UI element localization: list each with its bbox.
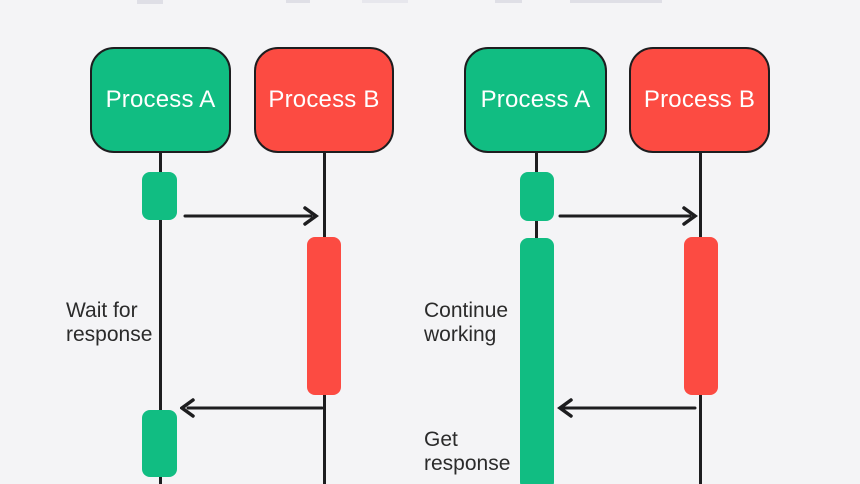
annotation-get-response: Get response bbox=[424, 428, 511, 475]
annotation-wait-for-response: Wait for response bbox=[66, 299, 153, 346]
actor-label: Process B bbox=[643, 86, 756, 113]
annotation-continue-working: Continue working bbox=[424, 299, 509, 346]
cropped-title-fragment bbox=[570, 0, 662, 3]
activation-bar-a-receive bbox=[142, 410, 177, 477]
actor-box-process-b: Process B bbox=[254, 47, 394, 153]
cropped-title-fragment bbox=[362, 0, 408, 3]
arrow-left-icon bbox=[180, 398, 324, 418]
actor-box-process-a: Process A bbox=[90, 47, 231, 153]
message-arrow-response bbox=[180, 397, 325, 419]
message-arrow-request bbox=[558, 205, 700, 227]
message-arrow-request bbox=[183, 205, 323, 227]
actor-label: Process B bbox=[268, 86, 380, 113]
actor-label: Process A bbox=[480, 86, 591, 113]
actor-box-process-a: Process A bbox=[464, 47, 607, 153]
actor-label: Process A bbox=[105, 86, 216, 113]
arrow-right-icon bbox=[183, 206, 319, 226]
activation-bar-a-continue bbox=[520, 238, 554, 484]
cropped-title-fragment bbox=[137, 0, 163, 4]
actor-box-process-b: Process B bbox=[629, 47, 770, 153]
activation-bar-a-send bbox=[520, 172, 554, 221]
activation-bar-a-send bbox=[142, 172, 177, 220]
message-arrow-response bbox=[556, 397, 698, 419]
cropped-title-fragment bbox=[286, 0, 310, 3]
arrow-right-icon bbox=[558, 206, 698, 226]
activation-bar-b-processing bbox=[307, 237, 341, 395]
lifeline-process-a bbox=[158, 152, 162, 484]
activation-bar-b-processing bbox=[684, 237, 718, 395]
arrow-left-icon bbox=[557, 398, 697, 418]
cropped-title-fragment bbox=[495, 0, 522, 3]
